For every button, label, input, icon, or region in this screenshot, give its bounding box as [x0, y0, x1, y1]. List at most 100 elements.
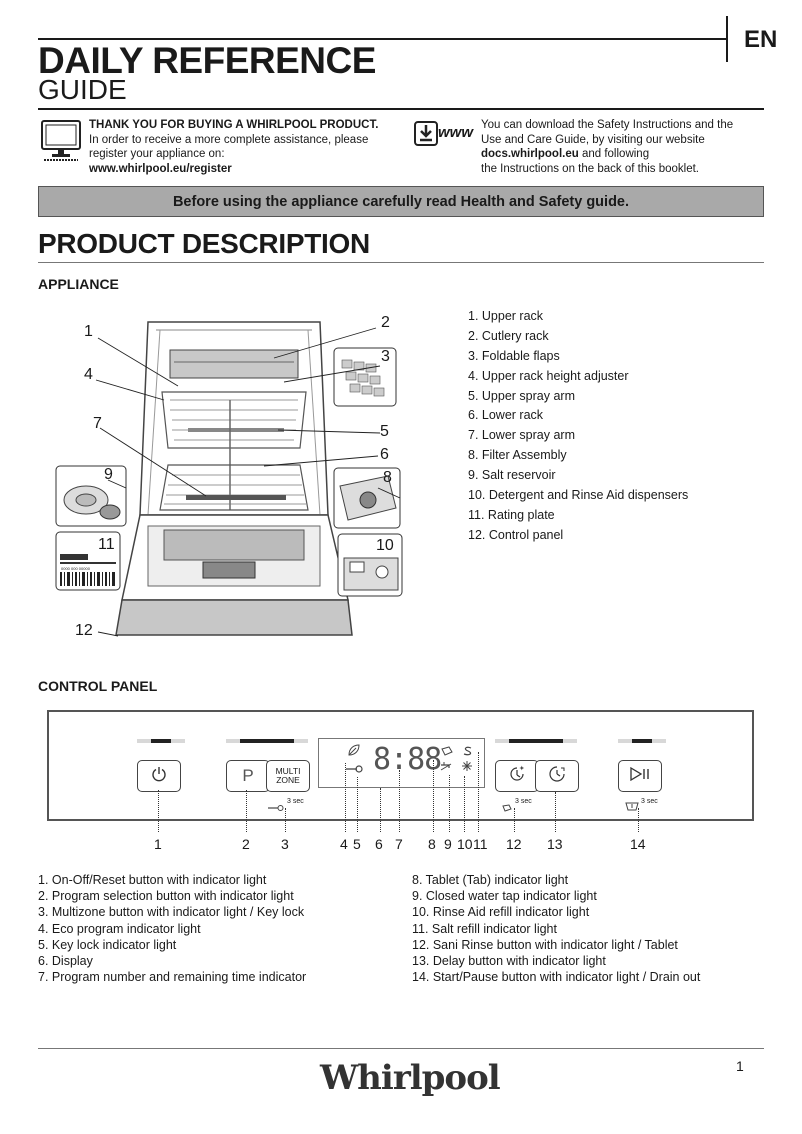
list-item: 10. Detergent and Rinse Aid dispensers: [468, 488, 689, 503]
callout-line: [638, 808, 639, 832]
list-item: 3. Multizone button with indicator light…: [38, 905, 305, 920]
callout-line: [555, 792, 556, 832]
list-item: 6. Lower rack: [468, 408, 544, 423]
callout-line: [357, 777, 358, 832]
tablet-hint: 3 sec: [515, 798, 532, 805]
diagram-label: 4: [84, 366, 93, 383]
language-divider: [726, 16, 728, 62]
delay-button[interactable]: [535, 760, 579, 792]
callout-number: 1: [154, 836, 162, 852]
callout-number: 13: [547, 836, 563, 852]
diagram-label: 12: [75, 622, 93, 639]
start-pause-button[interactable]: [618, 760, 662, 792]
footer-rule: [38, 1048, 764, 1049]
list-item: 4. Upper rack height adjuster: [468, 368, 629, 383]
section-rule: [38, 262, 764, 263]
diagram-label: 3: [381, 348, 390, 365]
docs-link[interactable]: docs.whirlpool.eu: [481, 148, 579, 160]
diagram-label: 9: [104, 466, 113, 483]
thanks-line: register your appliance on:: [89, 148, 225, 160]
indicator-light: [618, 739, 666, 743]
callout-line: [514, 808, 515, 832]
indicator-light: [495, 739, 577, 743]
thanks-block: THANK YOU FOR BUYING A WHIRLPOOL PRODUCT…: [89, 118, 399, 176]
on-off-button[interactable]: [137, 760, 181, 792]
section-title-product-description: PRODUCT DESCRIPTION: [38, 228, 370, 259]
callout-number: 14: [630, 836, 646, 852]
eco-leaf-icon: [347, 743, 361, 756]
register-link[interactable]: www.whirlpool.eu/register: [89, 162, 232, 175]
callout-line: [449, 775, 450, 832]
title-rule: [38, 108, 764, 110]
diagram-label: 1: [84, 323, 93, 340]
program-button[interactable]: P: [226, 760, 270, 792]
download-line: and following: [578, 148, 650, 160]
download-line: Use and Care Guide, by visiting our webs…: [481, 133, 705, 146]
callout-number: 10: [457, 836, 473, 852]
list-item: 9. Salt reservoir: [468, 468, 556, 483]
list-item: 7. Lower spray arm: [468, 428, 575, 443]
whirlpool-logo: Whirlpool: [320, 1058, 501, 1098]
program-time-display: 8:88: [373, 742, 442, 777]
multizone-label: MULTI: [275, 766, 301, 776]
list-item: 14. Start/Pause button with indicator li…: [412, 970, 701, 985]
download-www-icon: www: [414, 121, 474, 147]
callout-line: [478, 752, 479, 832]
download-line: the Instructions on the back of this boo…: [481, 162, 699, 175]
callout-number: 12: [506, 836, 522, 852]
key-lock-hint-icon: [267, 799, 285, 811]
callout-number: 11: [473, 836, 488, 852]
header-rule: [38, 38, 727, 40]
control-panel-heading: CONTROL PANEL: [38, 678, 158, 694]
diagram-label: 11: [98, 536, 115, 553]
appliance-heading: APPLIANCE: [38, 276, 119, 292]
diagram-label: 8: [383, 469, 392, 486]
key-lock-icon: [345, 761, 363, 773]
diagram-label: 7: [93, 415, 102, 432]
safety-banner: Before using the appliance carefully rea…: [38, 186, 764, 217]
list-item: 8. Tablet (Tab) indicator light: [412, 873, 569, 887]
indicator-light: [137, 739, 185, 743]
sani-rinse-icon: [508, 765, 526, 788]
page-title: DAILY REFERENCE: [38, 40, 376, 81]
diagram-label: 10: [376, 537, 394, 554]
list-item: 6. Display: [38, 953, 93, 968]
callout-number: 5: [353, 836, 361, 852]
list-item: 1. On-Off/Reset button with indicator li…: [38, 873, 267, 887]
tablet-icon: [441, 743, 453, 756]
sani-rinse-button[interactable]: [495, 760, 539, 792]
list-item: 5. Key lock indicator light: [38, 937, 177, 952]
list-item: 1. Upper rack: [468, 309, 544, 323]
display: 8:88: [318, 738, 485, 788]
download-block: You can download the Safety Instructions…: [481, 118, 764, 176]
callout-line: [158, 790, 159, 832]
control-legend-left: 1. On-Off/Reset button with indicator li…: [38, 873, 306, 986]
rinse-aid-icon: [461, 759, 473, 771]
list-item: 11. Rating plate: [468, 507, 555, 522]
list-item: 12. Sani Rinse button with indicator lig…: [412, 937, 678, 952]
play-pause-icon: [629, 766, 651, 786]
callout-line: [246, 790, 247, 832]
drain-hint-icon: [625, 798, 639, 811]
list-item: 11. Salt refill indicator light: [412, 921, 557, 936]
list-item: 8. Filter Assembly: [468, 448, 567, 463]
page-number: 1: [736, 1058, 744, 1074]
parts-list: 1. Upper rack 2. Cutlery rack 3. Foldabl…: [468, 309, 688, 548]
diagram-label: 5: [380, 423, 389, 440]
list-item: 2. Cutlery rack: [468, 328, 549, 343]
list-item: 9. Closed water tap indicator light: [412, 889, 597, 904]
callout-number: 2: [242, 836, 250, 852]
list-item: 10. Rinse Aid refill indicator light: [412, 905, 590, 920]
page-subtitle: GUIDE: [38, 74, 127, 105]
www-icon-text: www: [438, 124, 474, 141]
list-item: 4. Eco program indicator light: [38, 921, 201, 936]
drain-hint: 3 sec: [641, 798, 658, 805]
control-legend-right: 8. Tablet (Tab) indicator light 9. Close…: [412, 873, 700, 986]
diagram-label: 6: [380, 446, 389, 463]
key-lock-hint: 3 sec: [287, 798, 304, 805]
list-item: 7. Program number and remaining time ind…: [38, 970, 307, 985]
rating-plate-text: 0000 000 00000: [61, 566, 90, 571]
callout-number: 3: [281, 836, 289, 852]
callout-line: [433, 760, 434, 832]
